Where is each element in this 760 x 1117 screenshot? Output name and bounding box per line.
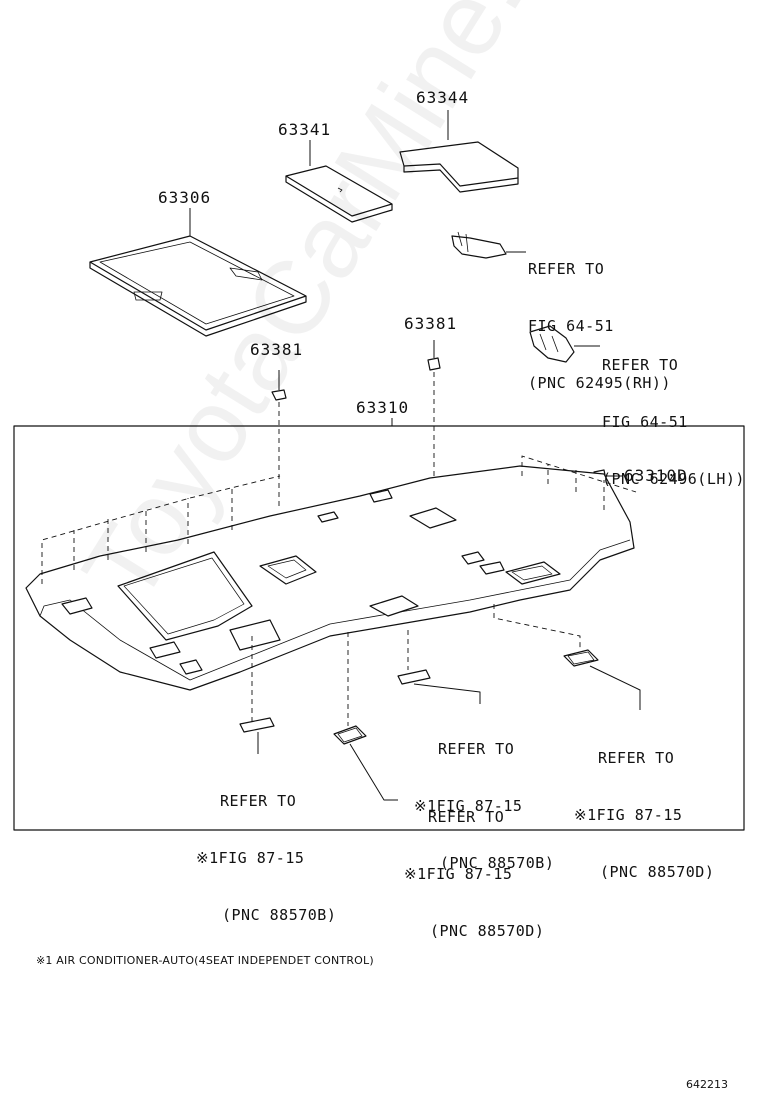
headliner-63310-drawing [25,455,637,726]
ref-rh-line3: (PNC 62495(RH)) [528,374,671,392]
ref-callout-88570d-right: REFER TO ※1FIG 87-15 (PNC 88570D) [574,711,714,920]
figure-number: 642213 [686,1078,728,1091]
ref-callout-88570d-mid: REFER TO ※1FIG 87-15 (PNC 88570D) [404,770,544,979]
part-label-63341: 63341 [278,120,332,139]
ref-lh-line1: REFER TO [602,356,679,374]
ref-d-right-line1: REFER TO [598,749,675,767]
headliner-frame [13,425,745,831]
cover-88570d-right-drawing [563,649,641,710]
ref-callout-rh: REFER TO FIG 64-51 (PNC 62495(RH)) [528,222,671,431]
part-label-63310: 63310 [356,398,410,417]
sunshade-63306-drawing [89,208,307,337]
ref-d-mid-line3: (PNC 88570D) [430,922,545,940]
part-label-63381-left: 63381 [250,340,304,359]
bracket-rh-drawing [451,231,526,259]
ref-b-mid-line1: REFER TO [438,740,515,758]
ref-rh-line2: FIG 64-51 [528,317,614,335]
footnote: ※1 AIR CONDITIONER-AUTO(4SEAT INDEPENDET… [36,954,374,967]
cover-88570b-left-drawing [239,717,275,754]
part-label-63310d: 63310D [624,466,688,485]
clip-63381-left-drawing [271,370,287,510]
ref-lh-line3: (PNC 62496(LH)) [602,470,745,488]
ref-d-mid-line2: ※1FIG 87-15 [404,865,513,883]
ref-d-right-line3: (PNC 88570D) [600,863,715,881]
ref-b-mid-line3: (PNC 88570B) [440,854,555,872]
ref-b-left-line3: (PNC 88570B) [222,906,337,924]
bracket-lh-drawing [529,325,600,363]
part-label-63306: 63306 [158,188,212,207]
ref-callout-88570b-mid: REFER TO ※1FIG 87-15 (PNC 88570B) [414,702,554,911]
ref-callout-88570b-left: REFER TO ※1FIG 87-15 (PNC 88570B) [196,754,336,963]
cover-88570d-mid-drawing [333,725,398,801]
ref-b-left-line1: REFER TO [220,792,297,810]
ref-b-left-line2: ※1FIG 87-15 [196,849,305,867]
part-label-63344: 63344 [416,88,470,107]
cover-88570b-mid-drawing [397,669,481,704]
ref-lh-line2: FIG 64-51 [602,413,688,431]
ref-callout-lh: REFER TO FIG 64-51 (PNC 62496(LH)) [602,318,745,527]
ref-d-right-line2: ※1FIG 87-15 [574,806,683,824]
part-label-63381-right: 63381 [404,314,458,333]
pad-63341-drawing [285,140,393,223]
ref-b-mid-line2: ※1FIG 87-15 [414,797,523,815]
ref-d-mid-line1: REFER TO [428,808,505,826]
ref-rh-line1: REFER TO [528,260,605,278]
pad-63344-drawing [399,110,519,193]
